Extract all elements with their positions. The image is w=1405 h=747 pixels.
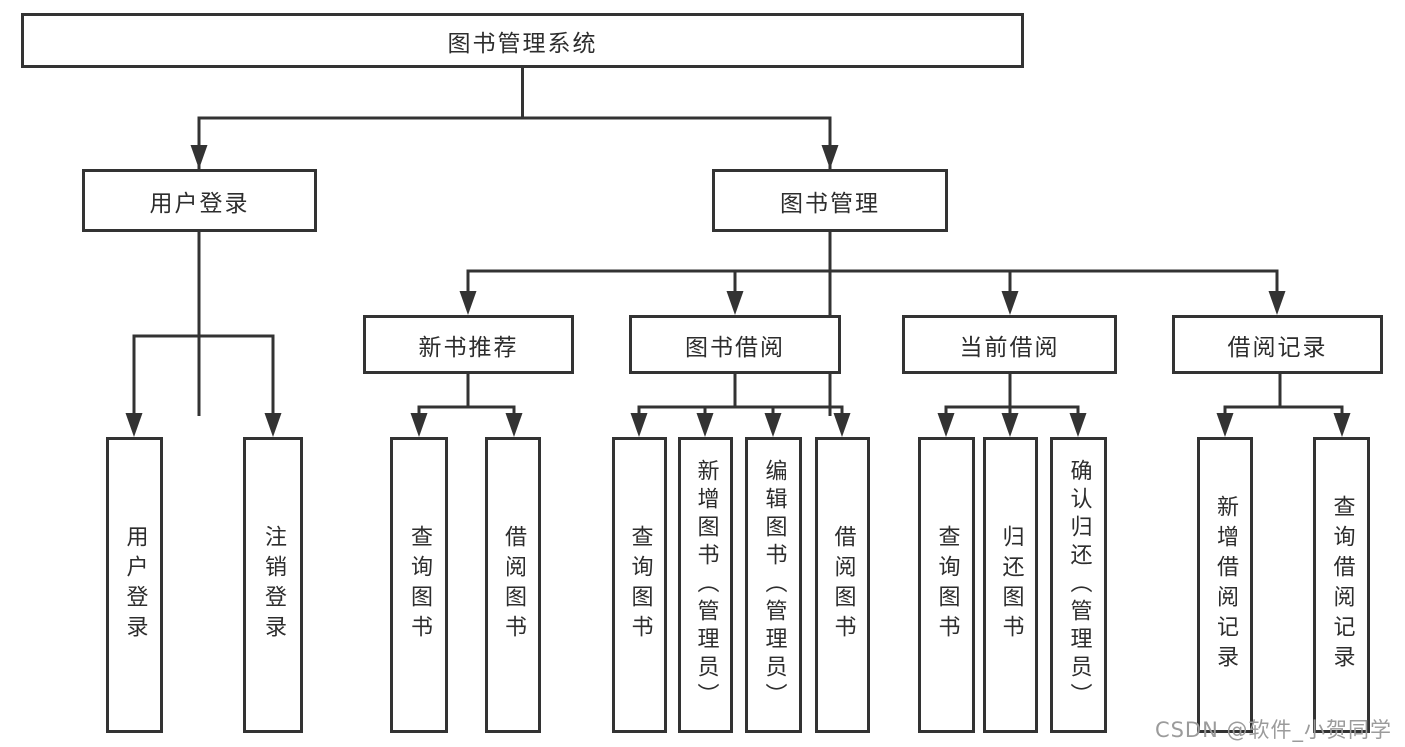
node-label: 图书借阅	[685, 334, 785, 361]
node-label: 新增借阅记录	[1213, 495, 1238, 675]
node-label: 归还图书	[998, 525, 1024, 645]
node-current-borrowing: 当前借阅	[902, 315, 1117, 374]
connectors-book-management-branch	[459, 232, 1286, 315]
node-label: 用户登录	[149, 190, 250, 217]
node-label: 借阅图书	[830, 525, 856, 645]
node-borrowing-records: 借阅记录	[1172, 315, 1383, 374]
node-label: 借阅图书	[501, 525, 526, 645]
node-leaf-add-borrow-record: 新增借阅记录	[1197, 437, 1253, 733]
node-label: 编辑图书（管理员）	[761, 459, 787, 711]
node-leaf-query-books-current: 查询图书	[918, 437, 975, 733]
node-leaf-edit-books-admin: 编辑图书（管理员）	[745, 437, 802, 733]
node-label: 注销登录	[261, 525, 286, 645]
node-label: 查询图书	[407, 525, 432, 645]
connectors-book-borrowing-branch	[630, 374, 851, 437]
node-leaf-add-books-admin: 新增图书（管理员）	[678, 437, 733, 733]
node-library-management-system: 图书管理系统	[21, 13, 1024, 68]
node-leaf-confirm-return-admin: 确认归还（管理员）	[1050, 437, 1107, 733]
node-leaf-user-login: 用户登录	[106, 437, 163, 733]
node-label: 借阅记录	[1227, 334, 1328, 361]
node-label: 查询借阅记录	[1329, 495, 1355, 675]
node-label: 用户登录	[122, 525, 148, 645]
connectors-new-book-recommendation-branch	[410, 374, 523, 437]
node-leaf-return-books: 归还图书	[983, 437, 1038, 733]
node-label: 新增图书（管理员）	[693, 459, 719, 711]
node-label: 新书推荐	[418, 334, 519, 361]
node-label: 查询图书	[934, 525, 960, 645]
connectors-borrowing-records-branch	[1216, 374, 1351, 437]
node-book-borrowing: 图书借阅	[629, 315, 841, 374]
node-book-management: 图书管理	[712, 169, 948, 232]
node-label: 确认归还（管理员）	[1066, 459, 1092, 711]
node-label: 当前借阅	[959, 334, 1060, 361]
connectors-current-borrowing-branch	[937, 374, 1087, 437]
node-leaf-logout: 注销登录	[243, 437, 303, 733]
node-leaf-query-books-recommend: 查询图书	[390, 437, 448, 733]
node-leaf-borrow-books: 借阅图书	[815, 437, 870, 733]
connectors-root-to-level2	[190, 68, 839, 416]
node-label: 图书管理	[780, 190, 880, 217]
node-leaf-borrow-books-recommend: 借阅图书	[485, 437, 541, 733]
node-leaf-query-borrow-record: 查询借阅记录	[1313, 437, 1370, 733]
node-user-login: 用户登录	[82, 169, 317, 232]
node-new-book-recommendation: 新书推荐	[363, 315, 574, 374]
node-label: 查询图书	[627, 525, 653, 645]
node-leaf-query-books-borrow: 查询图书	[612, 437, 667, 733]
node-label: 图书管理系统	[447, 30, 598, 57]
connectors-user-login-branch	[125, 232, 282, 437]
